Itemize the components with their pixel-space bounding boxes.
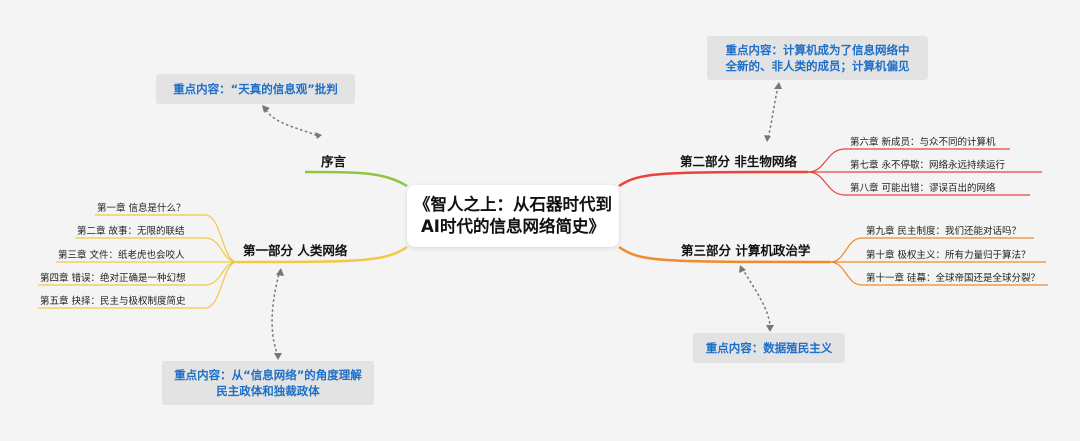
note-text: 重点内容：“天真的信息观”批判 xyxy=(173,82,338,96)
arrowhead-icon xyxy=(766,325,774,332)
part2-chapter-line xyxy=(807,148,846,173)
chapter-item[interactable]: 第一章 信息是什么？ xyxy=(97,203,186,214)
part2-branch-line xyxy=(618,170,809,188)
central-topic-line-2: AI时代的信息网络简史》 xyxy=(421,217,605,236)
chapter-item[interactable]: 第三章 文件：纸老虎也会咬人 xyxy=(58,250,185,261)
note-part2[interactable]: 重点内容：计算机成为了信息网络中 全新的、非人类的成员；计算机偏见 xyxy=(707,36,928,80)
part1-note-connector xyxy=(271,269,281,357)
chapter-item[interactable]: 第七章 永不停歇：网络永远持续运行 xyxy=(850,160,1006,171)
note-text: 重点内容：从“信息网络”的角度理解 xyxy=(174,368,362,382)
chapter-item[interactable]: 第六章 新成员：与众不同的计算机 xyxy=(850,137,996,148)
note-text: 全新的、非人类的成员；计算机偏见 xyxy=(725,59,910,73)
chapter-item[interactable]: 第八章 可能出错：谬误百出的网络 xyxy=(850,183,996,194)
central-topic-line-1: 《智人之上：从石器时代到 xyxy=(414,195,612,214)
arrowhead-icon xyxy=(764,135,771,142)
note-preface[interactable]: 重点内容：“天真的信息观”批判 xyxy=(156,74,355,104)
arrowhead-icon xyxy=(274,353,282,360)
part1-chapter-line xyxy=(204,261,238,286)
note-text: 重点内容：计算机成为了信息网络中 xyxy=(725,43,910,57)
chapter-item[interactable]: 第九章 民主制度：我们还能对话吗？ xyxy=(866,226,1022,237)
branch-preface[interactable]: 序言 xyxy=(321,154,347,169)
note-text: 民主政体和独裁政体 xyxy=(216,384,320,398)
part2-note-connector xyxy=(767,85,779,139)
arrowhead-icon xyxy=(774,82,782,89)
part2-chapter-line xyxy=(807,171,846,196)
branch-part2[interactable]: 第二部分 非生物网络 xyxy=(680,154,797,169)
arrowhead-icon xyxy=(315,132,322,139)
preface-branch-line xyxy=(304,170,408,188)
note-part3[interactable]: 重点内容：数据殖民主义 xyxy=(693,333,845,363)
preface-note-connector xyxy=(265,109,319,137)
chapter-item[interactable]: 第二章 故事：无限的联结 xyxy=(77,226,185,237)
arrowhead-icon xyxy=(276,268,284,276)
note-text: 重点内容：数据殖民主义 xyxy=(705,341,833,355)
part3-chapter-line xyxy=(829,261,863,286)
chapter-item[interactable]: 第四章 错误：绝对正确是一种幻想 xyxy=(40,273,186,284)
chapter-item[interactable]: 第十一章 硅幕：全球帝国还是全球分裂？ xyxy=(866,273,1041,284)
arrowhead-icon xyxy=(262,105,270,113)
central-topic[interactable]: 《智人之上：从石器时代到 AI时代的信息网络简史》 xyxy=(407,185,619,247)
part3-branch-line xyxy=(618,245,831,264)
branch-part1[interactable]: 第一部分 人类网络 xyxy=(243,243,348,258)
note-part1[interactable]: 重点内容：从“信息网络”的角度理解 民主政体和独裁政体 xyxy=(162,361,374,405)
branch-part3[interactable]: 第三部分 计算机政治学 xyxy=(681,243,811,258)
chapter-item[interactable]: 第十章 极权主义：所有力量归于算法？ xyxy=(866,250,1031,261)
part3-note-connector xyxy=(741,267,771,329)
part3-chapter-line xyxy=(829,237,863,263)
part1-branch-line xyxy=(236,245,408,264)
part1-chapter-line xyxy=(204,261,238,309)
chapter-item[interactable]: 第五章 抉择：民主与极权制度简史 xyxy=(40,296,186,307)
part1-chapter-line xyxy=(204,214,238,263)
part1-chapter-line xyxy=(204,237,238,263)
arrowhead-icon xyxy=(739,265,746,273)
